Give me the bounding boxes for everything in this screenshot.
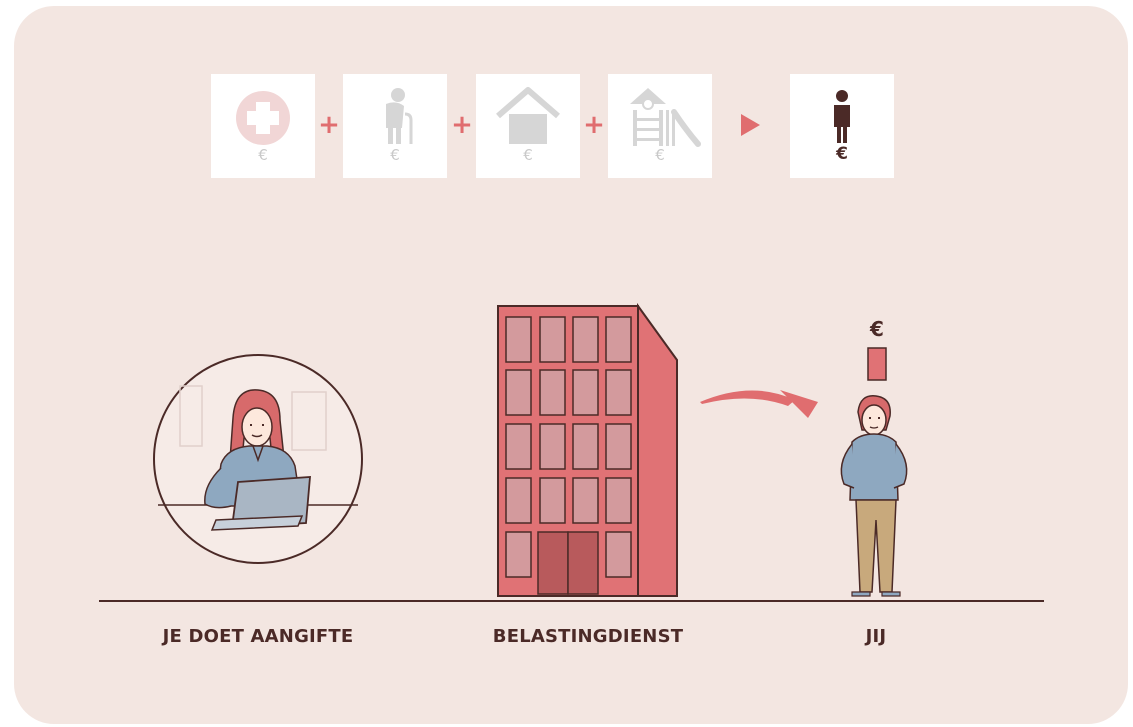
building-window (539, 369, 566, 416)
caption-center: BELASTINGDIENST (492, 626, 684, 647)
playground-icon (630, 88, 701, 147)
building-window (572, 477, 599, 524)
building-window (505, 531, 532, 578)
tile-currency: € (655, 146, 665, 164)
plus-operator: + (451, 110, 473, 140)
caption-right: JIJ (865, 626, 887, 647)
person-icon (834, 90, 850, 143)
building-window (505, 423, 532, 470)
tile-result: € (790, 74, 894, 178)
building-window (605, 531, 632, 578)
tile-currency: € (390, 146, 400, 164)
tax-office-building (497, 302, 678, 597)
woman-at-laptop-illustration (153, 354, 363, 564)
result-arrow-icon (741, 114, 760, 136)
building-window (605, 369, 632, 416)
building-window (539, 477, 566, 524)
tile-house: € (476, 74, 580, 178)
building-window (605, 316, 632, 363)
house-icon (496, 87, 560, 144)
tile-medical: € (211, 74, 315, 178)
building-window (539, 423, 566, 470)
elderly-person-icon (386, 88, 413, 144)
building-windows (505, 316, 632, 578)
tile-playground: € (608, 74, 712, 178)
result-currency: € (836, 144, 848, 164)
money-bill-icon (867, 347, 887, 381)
medical-cross-icon (236, 91, 290, 145)
building-window (605, 477, 632, 524)
building-window (605, 423, 632, 470)
building-window (505, 316, 532, 363)
tile-currency: € (523, 146, 533, 164)
standing-person-illustration (840, 395, 908, 597)
building-window (505, 369, 532, 416)
caption-left: JE DOET AANGIFTE (162, 626, 354, 647)
plus-operator: + (318, 110, 340, 140)
building-window (572, 316, 599, 363)
refund-arrow-icon (700, 390, 818, 418)
building-window (539, 316, 566, 363)
tile-currency: € (258, 146, 268, 164)
money-currency: € (870, 317, 884, 341)
tile-elderly: € (343, 74, 447, 178)
building-window (505, 477, 532, 524)
building-window (572, 423, 599, 470)
building-window (572, 369, 599, 416)
plus-operator: + (583, 110, 605, 140)
